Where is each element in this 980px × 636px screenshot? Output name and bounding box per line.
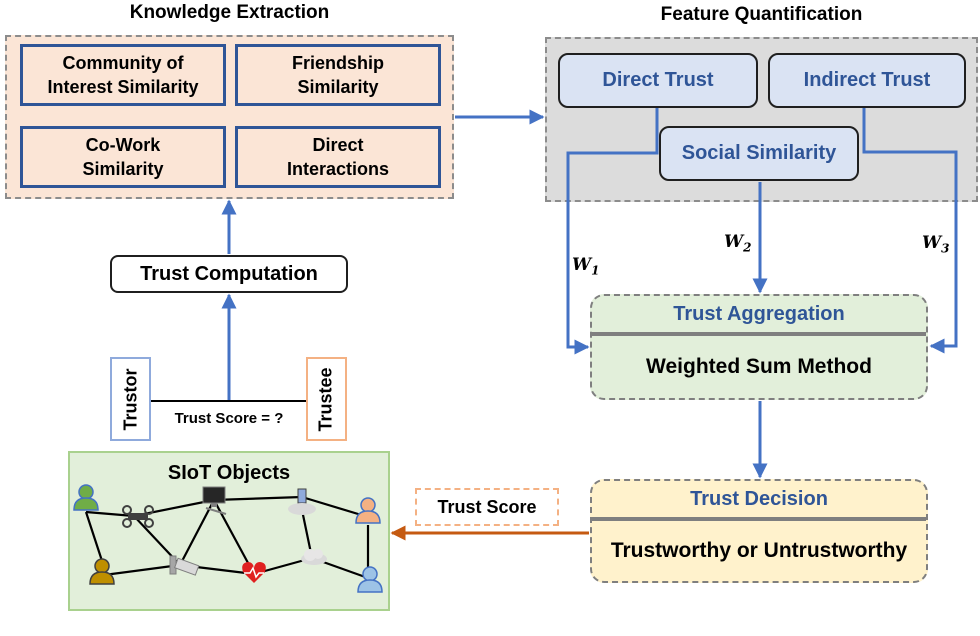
w3-label: W3 [922,233,950,256]
trust-aggregation-header: Trust Aggregation [673,302,845,325]
feature-quantification-title: Feature Quantification [660,4,863,25]
camera-icon [169,555,200,576]
trust-decision-divider [592,517,926,521]
server-cloud-icon [288,488,316,515]
trust-decision-header: Trust Decision [690,487,828,510]
drone-icon [122,505,154,528]
computer-icon [202,486,227,515]
trustor-box: Trustor [110,357,151,441]
w2-label: W2 [724,232,752,255]
trust-computation-box: Trust Computation [110,255,348,293]
indirect-trust-box: Indirect Trust [768,53,966,108]
siot-objects-panel [68,451,390,611]
siot-network-edges [84,495,370,580]
siot-objects-title: SIoT Objects [167,462,291,484]
cloud-icon [301,549,327,565]
trust-aggregation-divider [592,332,926,336]
arrow-w1 [566,108,659,355]
person-icon-right [355,497,381,524]
trust-aggregation-box: Trust Aggregation Weighted Sum Method [590,294,928,400]
trustworthy-or-untrustworthy-text: Trustworthy or Untrustworthy [610,539,908,562]
weighted-sum-method-text: Weighted Sum Method [646,355,872,378]
person-icon-bottom-right [357,566,383,593]
trust-decision-box: Trust Decision Trustworthy or Untrustwor… [590,479,928,583]
heart-rate-icon [242,562,266,583]
arrow-w3 [862,108,958,354]
person-icon-bottom-left [89,558,115,585]
trust-score-label: Trust Score [415,488,559,526]
w1-label: W1 [572,255,600,278]
trustee-box: Trustee [306,357,347,441]
person-icon [73,484,99,511]
knowledge-extraction-title: Knowledge Extraction [129,2,330,23]
trust-score-query-text: Trust Score = ? [174,410,284,427]
social-similarity-box: Social Similarity [659,126,859,181]
direct-trust-box: Direct Trust [558,53,758,108]
